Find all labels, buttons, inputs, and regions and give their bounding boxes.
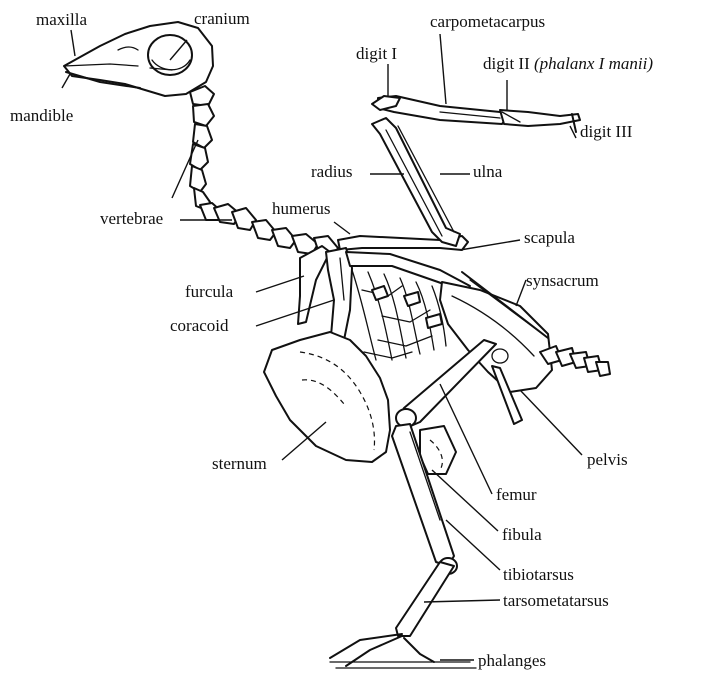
label-pelvis: pelvis: [587, 451, 628, 468]
label-coracoid: coracoid: [170, 317, 229, 334]
label-synsacrum: synsacrum: [526, 272, 599, 289]
label-maxilla: maxilla: [36, 11, 87, 28]
label-sternum: sternum: [212, 455, 267, 472]
label-tibiotarsus: tibiotarsus: [503, 566, 574, 583]
label-femur: femur: [496, 486, 537, 503]
label-ulna: ulna: [473, 163, 502, 180]
label-cranium: cranium: [194, 10, 250, 27]
label-fibula: fibula: [502, 526, 542, 543]
label-vertebrae: vertebrae: [100, 210, 163, 227]
skull: [64, 22, 213, 96]
label-digit-ii-note: (phalanx I manii): [534, 54, 653, 73]
label-digit-ii: digit II (phalanx I manii): [483, 55, 653, 72]
label-digit-iii: digit III: [580, 123, 632, 140]
label-tarsometatarsus: tarsometatarsus: [503, 592, 609, 609]
label-furcula: furcula: [185, 283, 233, 300]
ribs: [352, 270, 446, 360]
pelvis-synsacrum: [440, 272, 610, 424]
label-humerus: humerus: [272, 200, 331, 217]
label-scapula: scapula: [524, 229, 575, 246]
label-mandible: mandible: [10, 107, 73, 124]
sternum: [264, 332, 390, 462]
label-phalanges: phalanges: [478, 652, 546, 669]
label-digit-ii-text: digit II: [483, 54, 530, 73]
label-carpometacarpus: carpometacarpus: [430, 13, 545, 30]
label-radius: radius: [311, 163, 353, 180]
wing: [338, 96, 580, 250]
label-digit-i: digit I: [356, 45, 397, 62]
